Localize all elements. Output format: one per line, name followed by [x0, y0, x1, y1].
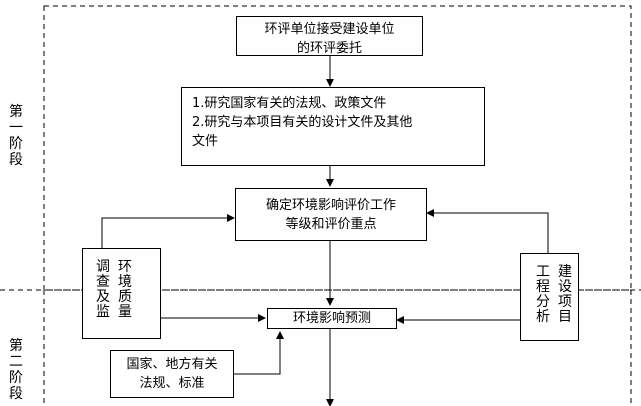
- research-line-3: 文件: [192, 134, 219, 149]
- commission-box: 环评单位接受建设单位 的环评委托: [236, 16, 423, 56]
- grade-line-2: 等级和评价重点: [285, 217, 377, 232]
- arrow-survey-grade: [101, 214, 235, 248]
- arrow-regulations-prediction: [234, 331, 284, 375]
- arrow-engineering-grade: [426, 209, 549, 253]
- stage2-label: 第二阶段: [9, 338, 23, 402]
- stage1-label: 第一阶段: [9, 104, 23, 168]
- grade-box: 确定环境影响评价工作 等级和评价重点: [235, 188, 427, 241]
- research-line-1: 1.研究国家有关的法规、政策文件: [192, 96, 387, 111]
- commission-line-2: 的环评委托: [296, 41, 362, 56]
- research-box: 1.研究国家有关的法规、政策文件 2.研究与本项目有关的设计文件及其他 文件: [181, 87, 485, 166]
- commission-line-1: 环评单位接受建设单位: [264, 22, 395, 37]
- regulations-line-1: 国家、地方有关: [126, 357, 218, 372]
- env-survey-col-1: 调查及监: [96, 259, 110, 320]
- research-line-2: 2.研究与本项目有关的设计文件及其他: [192, 115, 413, 130]
- engineering-col-2: 建设项目: [558, 264, 572, 325]
- grade-line-1: 确定环境影响评价工作: [265, 198, 396, 213]
- regulations-line-2: 法规、标准: [139, 376, 205, 391]
- engineering-col-1: 工程分析: [536, 264, 550, 325]
- env-survey-box: 调查及监 环境质量: [82, 248, 161, 339]
- engineering-box: 工程分析 建设项目: [520, 253, 579, 341]
- regulations-box: 国家、地方有关 法规、标准: [110, 350, 234, 398]
- prediction-label: 环境影响预测: [292, 311, 371, 326]
- env-survey-col-2: 环境质量: [118, 259, 132, 320]
- prediction-box: 环境影响预测: [267, 308, 397, 329]
